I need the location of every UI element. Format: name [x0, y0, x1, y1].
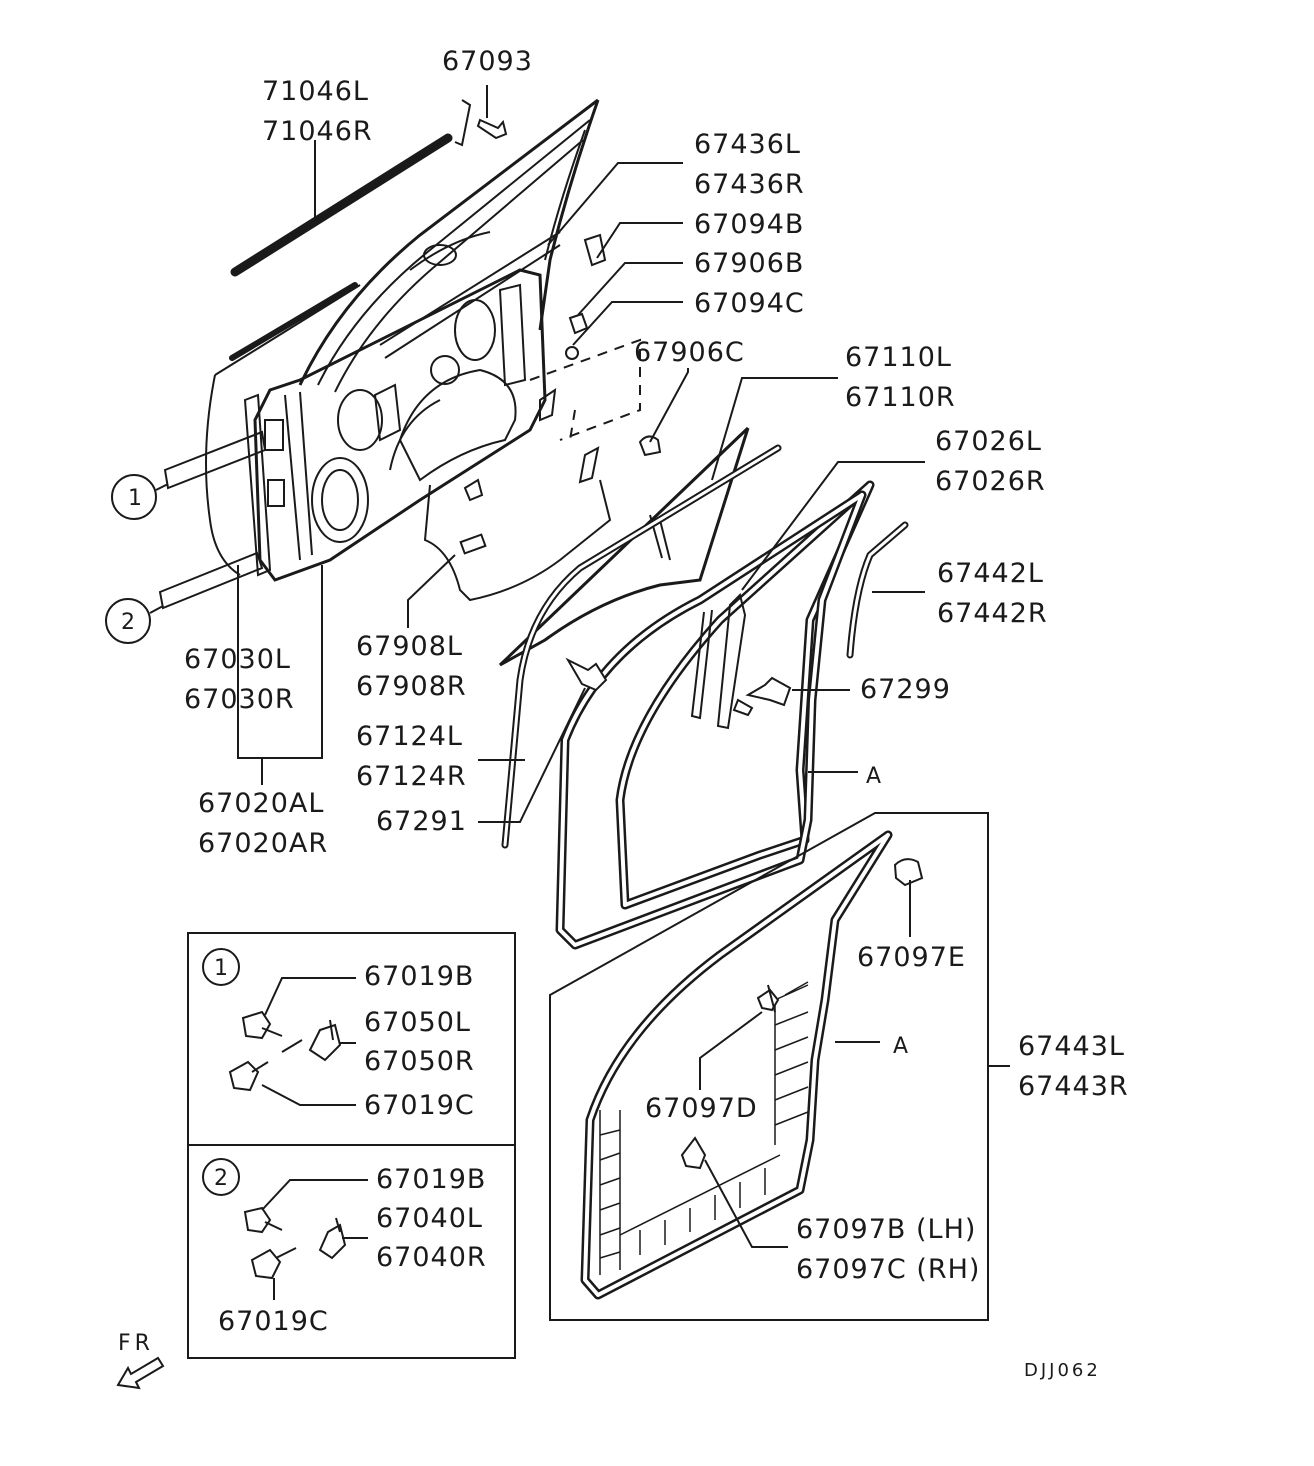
- cap-67906C: [638, 435, 662, 457]
- plug-67097E: [893, 858, 924, 887]
- label-67026R: 67026R: [935, 466, 1046, 497]
- inset-box-2: [187, 1144, 516, 1359]
- label-A-1: A: [866, 764, 882, 789]
- weatherstrip-group-67443: [549, 812, 989, 1321]
- label-67291: 67291: [376, 806, 467, 837]
- label-67020AL: 67020AL: [198, 788, 324, 819]
- label-67097D: 67097D: [645, 1093, 758, 1124]
- label-67094C: 67094C: [694, 288, 805, 319]
- door-glass: [498, 426, 750, 667]
- bracket-67050: [308, 1023, 342, 1062]
- callout-circle-2: [105, 598, 151, 644]
- bolt-67299: [745, 676, 792, 707]
- label-67443L: 67443L: [1018, 1031, 1125, 1062]
- glass-run-channel: [501, 444, 782, 849]
- label-67094B: 67094B: [694, 209, 804, 240]
- bracket-67040: [318, 1223, 347, 1260]
- label-67093: 67093: [442, 46, 533, 77]
- label-67097E: 67097E: [857, 942, 966, 973]
- label-67030L: 67030L: [184, 644, 291, 675]
- label-67030R: 67030R: [184, 684, 295, 715]
- label-67442L: 67442L: [937, 558, 1044, 589]
- door-panel-drawing: [205, 98, 600, 582]
- label-67906C: 67906C: [634, 337, 745, 368]
- inset2-label-67019B: 67019B: [376, 1164, 486, 1195]
- bolt-67019B-1: [241, 1010, 272, 1040]
- inset2-label-67040L: 67040L: [376, 1203, 483, 1234]
- inset2-number: 2: [214, 1166, 229, 1191]
- inset1-label-67019C: 67019C: [364, 1090, 475, 1121]
- label-67443R: 67443R: [1018, 1071, 1129, 1102]
- label-67908R: 67908R: [356, 671, 467, 702]
- label-67299: 67299: [860, 674, 951, 705]
- label-A-2: A: [893, 1034, 909, 1059]
- label-67436L: 67436L: [694, 129, 801, 160]
- screw-67093: [476, 118, 508, 140]
- label-67124L: 67124L: [356, 721, 463, 752]
- bolt-67019B-2: [243, 1206, 272, 1234]
- label-67097B: 67097B (LH): [796, 1214, 976, 1245]
- outer-belt-moulding: [229, 282, 358, 361]
- waterproof-sheet: [423, 479, 612, 602]
- label-67097C: 67097C (RH): [796, 1254, 980, 1285]
- label-67110R: 67110R: [845, 382, 956, 413]
- inset1-number: 1: [214, 956, 229, 981]
- label-67436R: 67436R: [694, 169, 805, 200]
- clip-67094B: [583, 233, 607, 267]
- callout-number-1: 1: [128, 486, 143, 511]
- inset2-label-67019C: 67019C: [218, 1306, 329, 1337]
- door-opening-seal: [615, 480, 875, 910]
- label-67124R: 67124R: [356, 761, 467, 792]
- leader-lines: [237, 85, 1010, 1300]
- callout-circle-1: [111, 474, 157, 520]
- label-67906B: 67906B: [694, 248, 804, 279]
- front-label: FR: [118, 1331, 154, 1356]
- plug-67094C: [565, 346, 579, 360]
- label-71046R: 71046R: [262, 116, 373, 147]
- nut-67906B: [568, 312, 589, 335]
- bolt-67019C-1: [228, 1060, 260, 1092]
- label-67026L: 67026L: [935, 426, 1042, 457]
- bolt-67291: [565, 657, 608, 692]
- callout-number-2: 2: [121, 610, 136, 635]
- bolt-67019C-2: [250, 1248, 282, 1280]
- clip-67097B: [680, 1136, 707, 1170]
- label-67442R: 67442R: [937, 598, 1048, 629]
- label-67020AR: 67020AR: [198, 828, 328, 859]
- inset1-label-67050R: 67050R: [364, 1046, 475, 1077]
- label-67908L: 67908L: [356, 631, 463, 662]
- inset2-label-67040R: 67040R: [376, 1242, 487, 1273]
- inset1-label-67050L: 67050L: [364, 1007, 471, 1038]
- label-67110L: 67110L: [845, 342, 952, 373]
- inset1-label-67019B: 67019B: [364, 961, 474, 992]
- label-71046L: 71046L: [262, 76, 369, 107]
- diagram-code: DJJ062: [1024, 1360, 1101, 1381]
- front-arrow-icon: [116, 1356, 165, 1390]
